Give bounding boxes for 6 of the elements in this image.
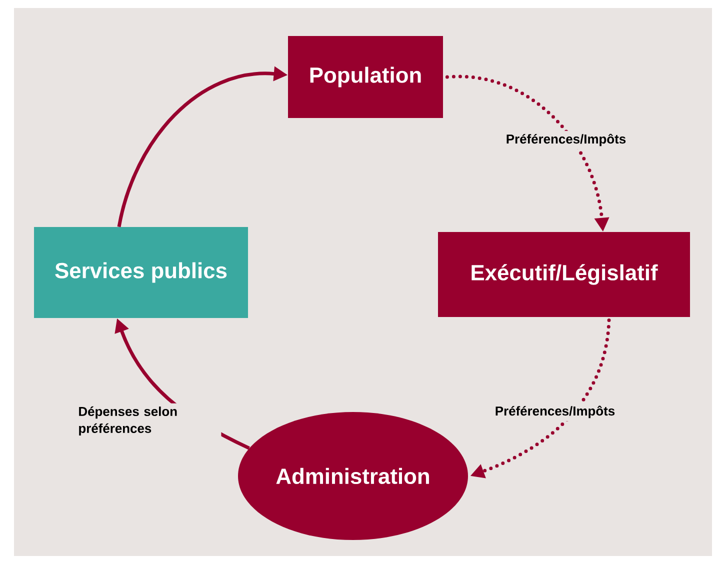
edge-label: Préférences/Impôts: [502, 130, 630, 150]
edge-label: Dépenses selon préférences: [75, 403, 222, 439]
edge-label: Préférences/Impôts: [492, 402, 618, 422]
process-box: Services publics: [34, 227, 248, 318]
process-box: Population: [288, 36, 443, 118]
process-box: Exécutif/Législatif: [438, 232, 690, 317]
